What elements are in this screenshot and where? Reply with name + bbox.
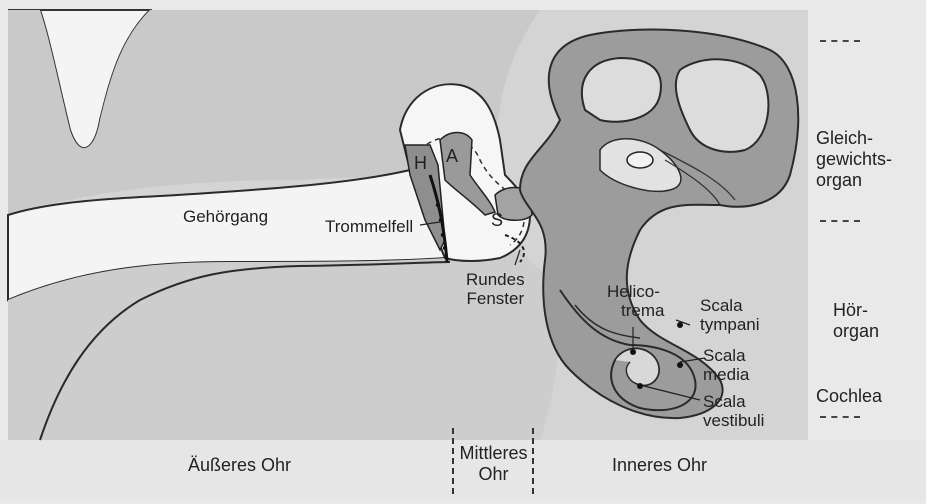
label-hoerorgan-line2: organ [833, 321, 879, 342]
label-stirrup: S [491, 210, 503, 231]
label-gleichgewichtsorgan-line3: organ [816, 170, 892, 191]
label-helicotrema-line1: Helico- [607, 282, 664, 301]
label-gleichgewichtsorgan-line2: gewichts- [816, 149, 892, 170]
label-aeusseres-ohr: Äußeres Ohr [188, 455, 291, 476]
divider-bottom [820, 416, 860, 418]
divider-middle [820, 220, 860, 222]
divider-outer-middle [532, 428, 534, 494]
divider-middle-inner [452, 428, 454, 494]
label-gehoergang: Gehörgang [183, 207, 268, 226]
label-trommelfell: Trommelfell [325, 217, 413, 236]
label-scala-vestibuli-line1: Scala [703, 392, 764, 411]
divider-top [820, 40, 860, 42]
label-inneres-ohr: Inneres Ohr [612, 455, 707, 476]
label-rundes-fenster-line1: Rundes [466, 270, 525, 289]
label-hammer: H [414, 153, 427, 174]
label-scala-media-line2: media [703, 365, 749, 384]
label-cochlea: Cochlea [816, 386, 882, 407]
label-anvil: A [446, 146, 458, 167]
label-gleichgewichtsorgan-line1: Gleich- [816, 128, 892, 149]
label-gleichgewichtsorgan: Gleich- gewichts- organ [816, 128, 892, 191]
label-helicotrema: Helico- trema [607, 282, 664, 320]
label-helicotrema-line2: trema [607, 301, 664, 320]
label-hoerorgan: Hör- organ [833, 300, 879, 342]
vestibule-oval [627, 152, 653, 168]
label-scala-media: Scala media [703, 346, 749, 384]
label-mittleres-ohr-line1: Mittleres [456, 443, 531, 464]
label-hoerorgan-line1: Hör- [833, 300, 879, 321]
label-scala-tympani-line2: tympani [700, 315, 760, 334]
label-mittleres-ohr-line2: Ohr [456, 464, 531, 485]
label-rundes-fenster-line2: Fenster [466, 289, 525, 308]
semicircular-canal-1 [582, 58, 661, 122]
label-scala-tympani: Scala tympani [700, 296, 760, 334]
label-scala-vestibuli-line2: vestibuli [703, 411, 764, 430]
label-scala-vestibuli: Scala vestibuli [703, 392, 764, 430]
label-scala-tympani-line1: Scala [700, 296, 760, 315]
label-mittleres-ohr: Mittleres Ohr [456, 443, 531, 485]
label-rundes-fenster: Rundes Fenster [466, 270, 525, 308]
label-scala-media-line1: Scala [703, 346, 749, 365]
